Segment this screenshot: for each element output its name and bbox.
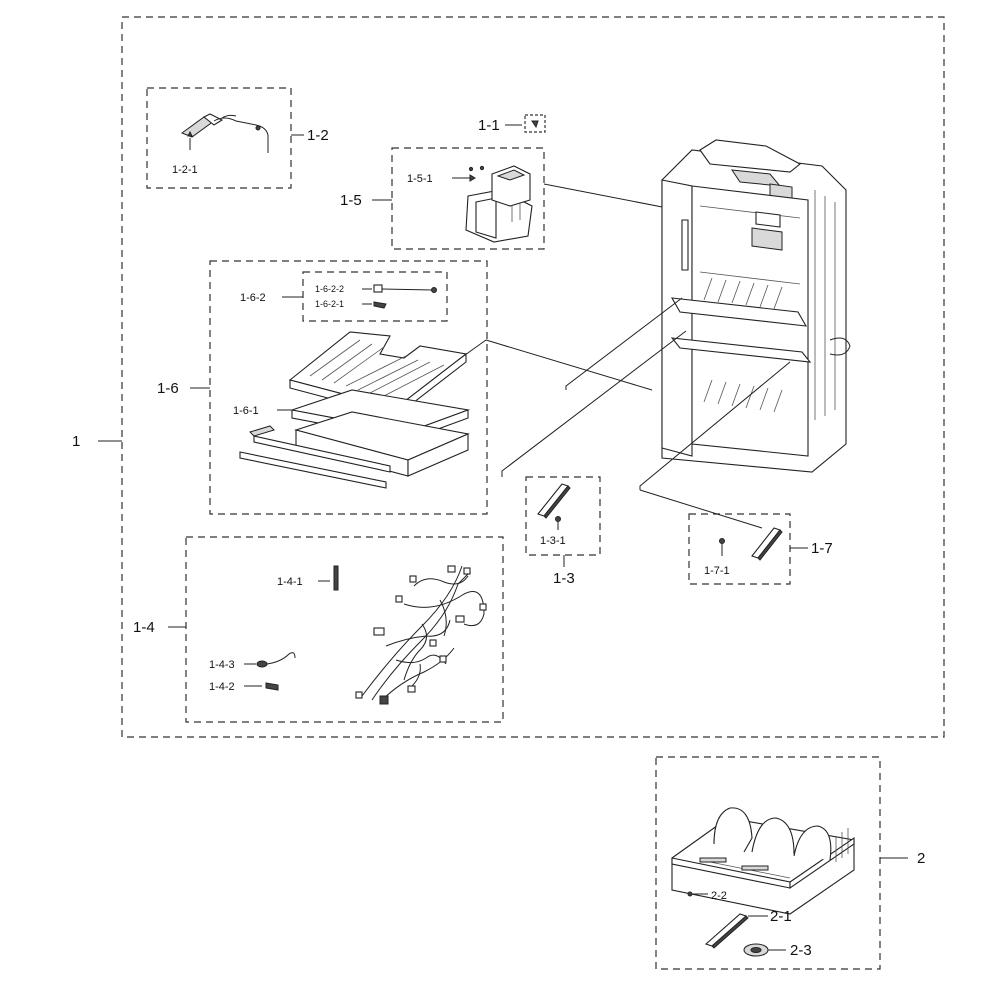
label-1-2-1: 1-2-1 [172,164,198,176]
assembly-1-6-box [209,260,488,515]
label-1-6-2: 1-6-2 [240,292,266,304]
label-1-6-2-1: 1-6-2-1 [315,299,344,309]
part-2-3-damper [743,943,769,957]
part-1-4-1-bracket [333,565,339,591]
label-1-3: 1-3 [553,570,575,587]
label-1: 1 [72,433,80,450]
label-1-1: 1-1 [478,117,500,134]
label-2-1: 2-1 [770,908,792,925]
part-1-6-2-2-cable [373,284,437,293]
part-1-6-shelf-assembly [239,331,471,489]
part-2-1-rail [704,913,749,949]
assembly-1-5-box [391,147,545,250]
part-1-5-duct [465,165,533,243]
assembly-1-3-box [525,476,601,556]
part-1-3-1-screw [555,516,561,522]
label-2: 2 [917,850,925,867]
label-1-5: 1-5 [340,192,362,209]
label-1-4-3: 1-4-3 [209,659,235,671]
label-1-4: 1-4 [133,619,155,636]
label-1-3-1: 1-3-1 [540,535,566,547]
cabinet-assembly [661,139,851,473]
part-1-7-1-screw [719,538,725,544]
assembly-2-box [655,756,881,970]
label-1-7: 1-7 [811,540,833,557]
part-1-7-rail [751,527,783,561]
assembly-1-2-box [146,87,292,189]
part-1-1-clip [531,120,539,129]
label-1-7-1: 1-7-1 [704,565,730,577]
label-1-4-1: 1-4-1 [277,576,303,588]
label-1-2: 1-2 [307,127,329,144]
assembly-1-7-box [688,513,791,585]
part-1-3-rail [537,483,571,519]
part-2-cover [671,807,855,915]
part-1-6-2-1-clip [373,301,387,309]
label-1-4-2: 1-4-2 [209,681,235,693]
assembly-1-6-2-box [302,271,448,322]
label-1-6: 1-6 [157,380,179,397]
part-1-4-3-sensor [256,652,296,668]
assembly-1-4-box [185,536,504,723]
label-1-6-2-2: 1-6-2-2 [315,284,344,294]
part-1-4-wire-connectors [355,565,487,705]
assembly-1-box [121,16,945,738]
label-2-2: 2-2 [711,890,727,902]
part-1-1-box [524,114,546,133]
label-1-5-1: 1-5-1 [407,173,433,185]
label-1-6-1: 1-6-1 [233,405,259,417]
part-2-2-screw [687,891,693,897]
part-1-2-bracket [180,113,269,153]
label-2-3: 2-3 [790,942,812,959]
part-1-4-2-connector [265,682,279,691]
